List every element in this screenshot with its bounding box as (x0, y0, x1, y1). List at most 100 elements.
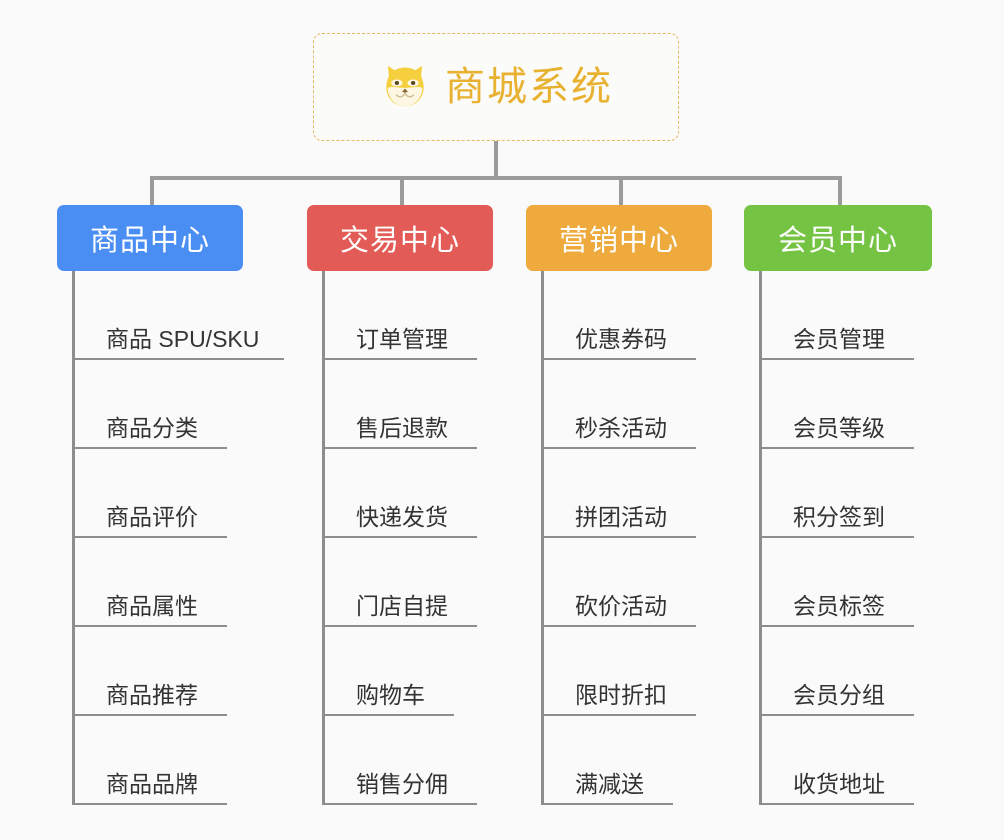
leaf-spine-1 (322, 271, 325, 805)
branch-label-2: 营销中心 (558, 225, 679, 257)
leaf-item[interactable]: 砍价活动 (541, 538, 712, 627)
leaf-label: 秒杀活动 (575, 414, 667, 441)
leaf-spine-2 (541, 271, 544, 805)
branch-label-0: 商品中心 (89, 225, 210, 257)
leaf-underline (541, 803, 673, 805)
leaf-underline (322, 358, 477, 360)
leaf-item[interactable]: 秒杀活动 (541, 360, 712, 449)
leaf-underline (541, 625, 696, 627)
leaf-label: 商品评价 (106, 503, 198, 530)
leaf-underline (322, 447, 477, 449)
leaf-label: 销售分佣 (356, 770, 448, 797)
leaf-label: 订单管理 (356, 325, 448, 352)
leaf-list-0: 商品 SPU/SKU 商品分类 商品评价 商品属性 商品推荐 商品品牌 (72, 271, 284, 805)
leaf-label: 限时折扣 (575, 681, 667, 708)
leaf-item[interactable]: 销售分佣 (322, 716, 493, 805)
leaf-underline (759, 714, 914, 716)
leaf-item[interactable]: 会员分组 (759, 627, 932, 716)
leaf-item[interactable]: 商品 SPU/SKU (72, 271, 284, 360)
leaf-underline (322, 536, 477, 538)
trunk-drop-connector-3 (838, 176, 842, 206)
leaf-spine-0 (72, 271, 75, 805)
leaf-underline (541, 714, 696, 716)
leaf-underline (759, 447, 914, 449)
leaf-label: 商品分类 (106, 414, 198, 441)
shiba-dog-face-icon (379, 61, 431, 113)
leaf-list-2: 优惠券码 秒杀活动 拼团活动 砍价活动 限时折扣 满减送 (541, 271, 712, 805)
leaf-label: 积分签到 (793, 503, 885, 530)
leaf-item[interactable]: 积分签到 (759, 449, 932, 538)
root-title: 商城系统 (445, 65, 613, 109)
branch-header-0[interactable]: 商品中心 (57, 205, 243, 271)
leaf-underline (759, 536, 914, 538)
branch-header-2[interactable]: 营销中心 (526, 205, 712, 271)
leaf-label: 会员等级 (793, 414, 885, 441)
leaf-label: 会员管理 (793, 325, 885, 352)
branch-label-3: 会员中心 (777, 225, 898, 257)
branch-product-center: 商品中心 商品 SPU/SKU 商品分类 商品评价 商品属性 商品推荐 (57, 205, 284, 805)
leaf-item[interactable]: 商品分类 (72, 360, 259, 449)
leaf-label: 会员标签 (793, 592, 885, 619)
leaf-item[interactable]: 优惠券码 (541, 271, 712, 360)
leaf-item[interactable]: 拼团活动 (541, 449, 712, 538)
branch-header-1[interactable]: 交易中心 (307, 205, 493, 271)
leaf-underline (72, 358, 284, 360)
leaf-list-3: 会员管理 会员等级 积分签到 会员标签 会员分组 收货地址 (759, 271, 932, 805)
trunk-horizontal-connector (150, 176, 839, 180)
leaf-underline (322, 625, 477, 627)
leaf-underline (541, 536, 696, 538)
leaf-item[interactable]: 会员管理 (759, 271, 932, 360)
leaf-label: 售后退款 (356, 414, 448, 441)
leaf-label: 会员分组 (793, 681, 885, 708)
leaf-item[interactable]: 购物车 (322, 627, 493, 716)
leaf-item[interactable]: 订单管理 (322, 271, 493, 360)
leaf-label: 优惠券码 (575, 325, 667, 352)
trunk-drop-connector-1 (400, 176, 404, 206)
leaf-item[interactable]: 满减送 (541, 716, 712, 805)
leaf-item[interactable]: 快递发货 (322, 449, 493, 538)
leaf-item[interactable]: 门店自提 (322, 538, 493, 627)
leaf-label: 满减送 (575, 770, 644, 797)
leaf-underline (759, 625, 914, 627)
branch-member-center: 会员中心 会员管理 会员等级 积分签到 会员标签 会员分组 (744, 205, 932, 805)
leaf-spine-3 (759, 271, 762, 805)
leaf-underline (72, 536, 227, 538)
leaf-item[interactable]: 限时折扣 (541, 627, 712, 716)
leaf-underline (759, 803, 914, 805)
leaf-item[interactable]: 收货地址 (759, 716, 932, 805)
leaf-underline (72, 625, 227, 627)
leaf-underline (541, 358, 696, 360)
leaf-label: 商品品牌 (106, 770, 198, 797)
leaf-label: 商品属性 (106, 592, 198, 619)
leaf-label: 商品推荐 (106, 681, 198, 708)
leaf-label: 收货地址 (793, 770, 885, 797)
leaf-underline (322, 803, 477, 805)
branch-marketing-center: 营销中心 优惠券码 秒杀活动 拼团活动 砍价活动 限时折扣 (526, 205, 712, 805)
leaf-label: 门店自提 (356, 592, 448, 619)
leaf-item[interactable]: 商品评价 (72, 449, 259, 538)
leaf-underline (72, 714, 227, 716)
branch-label-1: 交易中心 (339, 225, 460, 257)
leaf-item[interactable]: 商品属性 (72, 538, 259, 627)
leaf-label: 砍价活动 (575, 592, 667, 619)
leaf-item[interactable]: 会员等级 (759, 360, 932, 449)
leaf-item[interactable]: 商品品牌 (72, 716, 259, 805)
leaf-item[interactable]: 售后退款 (322, 360, 493, 449)
trunk-drop-connector-2 (619, 176, 623, 206)
leaf-label: 商品 SPU/SKU (106, 325, 260, 352)
leaf-underline (322, 714, 454, 716)
leaf-list-1: 订单管理 售后退款 快递发货 门店自提 购物车 销售分佣 (322, 271, 493, 805)
leaf-label: 拼团活动 (575, 503, 667, 530)
leaf-item[interactable]: 商品推荐 (72, 627, 259, 716)
trunk-vertical-connector (494, 141, 498, 180)
trunk-drop-connector-0 (150, 176, 154, 206)
leaf-underline (541, 447, 696, 449)
root-node[interactable]: 商城系统 (313, 33, 679, 141)
leaf-label: 快递发货 (356, 503, 448, 530)
leaf-underline (759, 358, 914, 360)
leaf-item[interactable]: 会员标签 (759, 538, 932, 627)
leaf-label: 购物车 (356, 681, 425, 708)
branch-header-3[interactable]: 会员中心 (744, 205, 932, 271)
leaf-underline (72, 803, 227, 805)
